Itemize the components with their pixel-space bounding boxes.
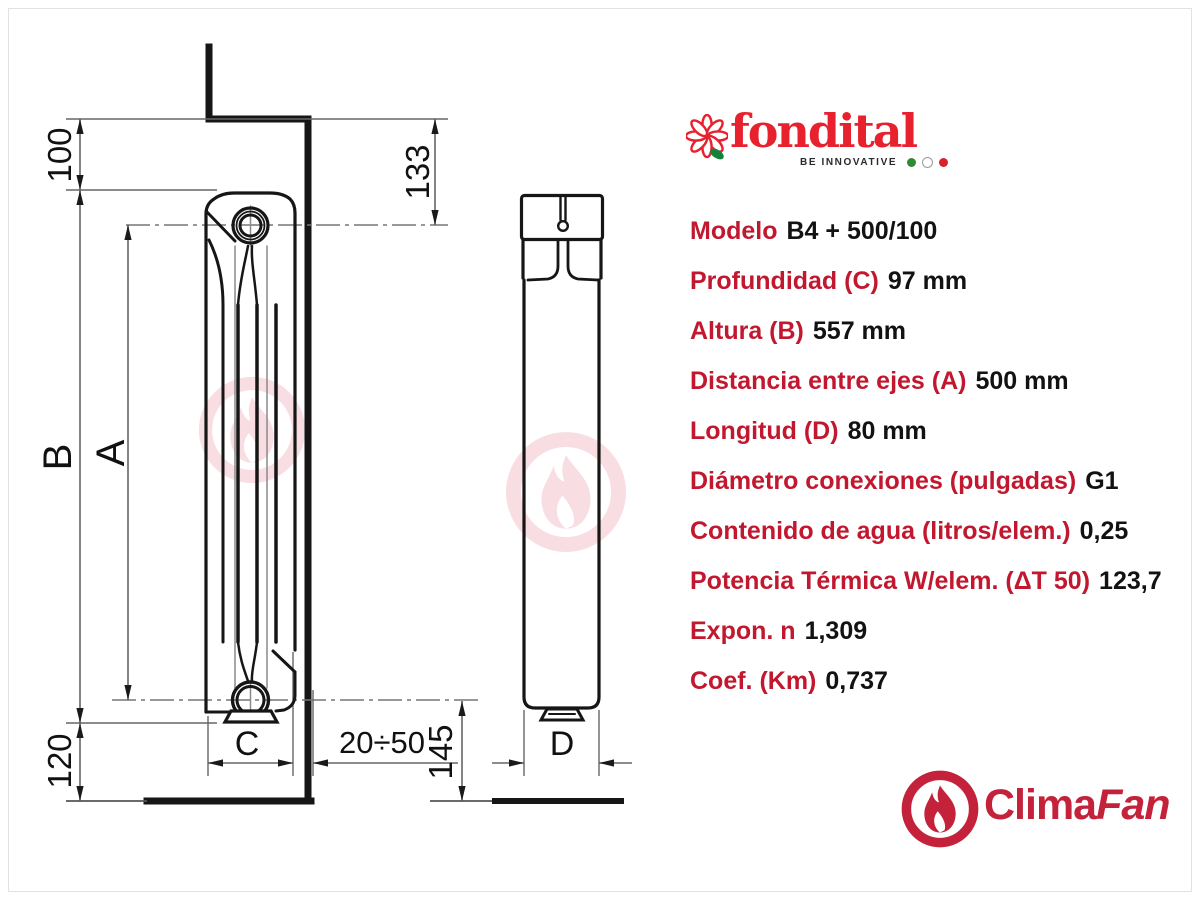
extension-lines xyxy=(207,652,600,776)
spec-value: 97 mm xyxy=(887,266,968,295)
spec-label: Altura (B) xyxy=(690,316,804,345)
climafan-text-italic: Fan xyxy=(1096,781,1170,829)
spec-label: Expon. n xyxy=(690,616,796,645)
fondital-logo: fondital BE INNOVATIVE xyxy=(686,104,1166,180)
dim-C: C xyxy=(235,725,260,763)
spec-value: 500 mm xyxy=(975,366,1069,395)
spec-row-modelo: Modelo B4 + 500/100 xyxy=(690,206,1190,256)
dimension-arrows xyxy=(76,119,614,801)
watermark-flame-front xyxy=(206,384,299,477)
spec-value: 80 mm xyxy=(847,416,927,445)
spec-row-altura: Altura (B) 557 mm xyxy=(690,306,1190,356)
spec-label: Coef. (Km) xyxy=(690,666,817,695)
dim-100: 100 xyxy=(41,127,78,182)
spec-row-coeficiente: Coef. (Km) 0,737 xyxy=(690,656,1190,706)
spec-row-profundidad: Profundidad (C) 97 mm xyxy=(690,256,1190,306)
spec-value: 0,737 xyxy=(825,666,888,695)
tagline-dots xyxy=(907,157,949,168)
climafan-logo: ClimaFan xyxy=(900,770,1190,850)
dim-133: 133 xyxy=(399,144,436,199)
spec-row-longitud: Longitud (D) 80 mm xyxy=(690,406,1190,456)
spec-label: Diámetro conexiones (pulgadas) xyxy=(690,466,1077,495)
dim-D: D xyxy=(550,725,575,763)
climafan-flame-icon xyxy=(900,770,982,850)
reference-lines xyxy=(66,118,448,724)
tagline-text: BE INNOVATIVE xyxy=(800,157,898,168)
dim-wall-gap: 20÷50 xyxy=(339,725,425,760)
center-lines xyxy=(112,224,480,701)
spec-label: Modelo xyxy=(690,216,778,245)
white-dot-icon xyxy=(922,157,934,168)
watermark-flame-side xyxy=(514,440,619,545)
radiator-front-view xyxy=(204,191,297,724)
spec-value: B4 + 500/100 xyxy=(786,216,938,245)
climafan-wordmark: ClimaFan xyxy=(984,781,1171,829)
brand-wordmark: fondital xyxy=(730,104,918,158)
radiator-technical-drawing: 100 B A 120 133 145 C 20÷50 D xyxy=(36,43,632,805)
dim-120: 120 xyxy=(41,733,78,788)
dimension-labels: 100 B A 120 133 145 C 20÷50 D xyxy=(36,127,574,788)
spec-value: G1 xyxy=(1085,466,1119,495)
spec-value: 0,25 xyxy=(1079,516,1129,545)
spec-label: Longitud (D) xyxy=(690,416,839,445)
spec-row-diametro: Diámetro conexiones (pulgadas) G1 xyxy=(690,456,1190,506)
dim-A: A xyxy=(89,439,133,466)
spec-value: 1,309 xyxy=(804,616,868,645)
dim-B: B xyxy=(36,444,80,471)
spec-list: Modelo B4 + 500/100 Profundidad (C) 97 m… xyxy=(690,206,1190,706)
wall-floor-outline xyxy=(143,43,624,805)
fondital-flower-icon xyxy=(686,114,728,160)
green-dot-icon xyxy=(907,158,917,167)
spec-label: Profundidad (C) xyxy=(690,266,879,295)
radiator-side-view xyxy=(519,193,605,722)
spec-row-potencia: Potencia Térmica W/elem. (ΔT 50) 123,7 xyxy=(690,556,1190,606)
spec-row-distancia-ejes: Distancia entre ejes (A) 500 mm xyxy=(690,356,1190,406)
climafan-text-bold: Clima xyxy=(984,781,1097,829)
spec-label: Distancia entre ejes (A) xyxy=(690,366,967,395)
spec-value: 557 mm xyxy=(812,316,907,345)
spec-row-contenido-agua: Contenido de agua (litros/elem.) 0,25 xyxy=(690,506,1190,556)
red-dot-icon xyxy=(939,158,949,167)
spec-label: Contenido de agua (litros/elem.) xyxy=(690,516,1071,545)
spec-label: Potencia Térmica W/elem. (ΔT 50) xyxy=(690,566,1091,595)
leaf-icon xyxy=(710,148,724,160)
brand-tagline: BE INNOVATIVE xyxy=(800,157,949,168)
spec-row-exponente: Expon. n 1,309 xyxy=(690,606,1190,656)
spec-value: 123,7 xyxy=(1099,566,1162,595)
dim-145: 145 xyxy=(422,724,459,779)
